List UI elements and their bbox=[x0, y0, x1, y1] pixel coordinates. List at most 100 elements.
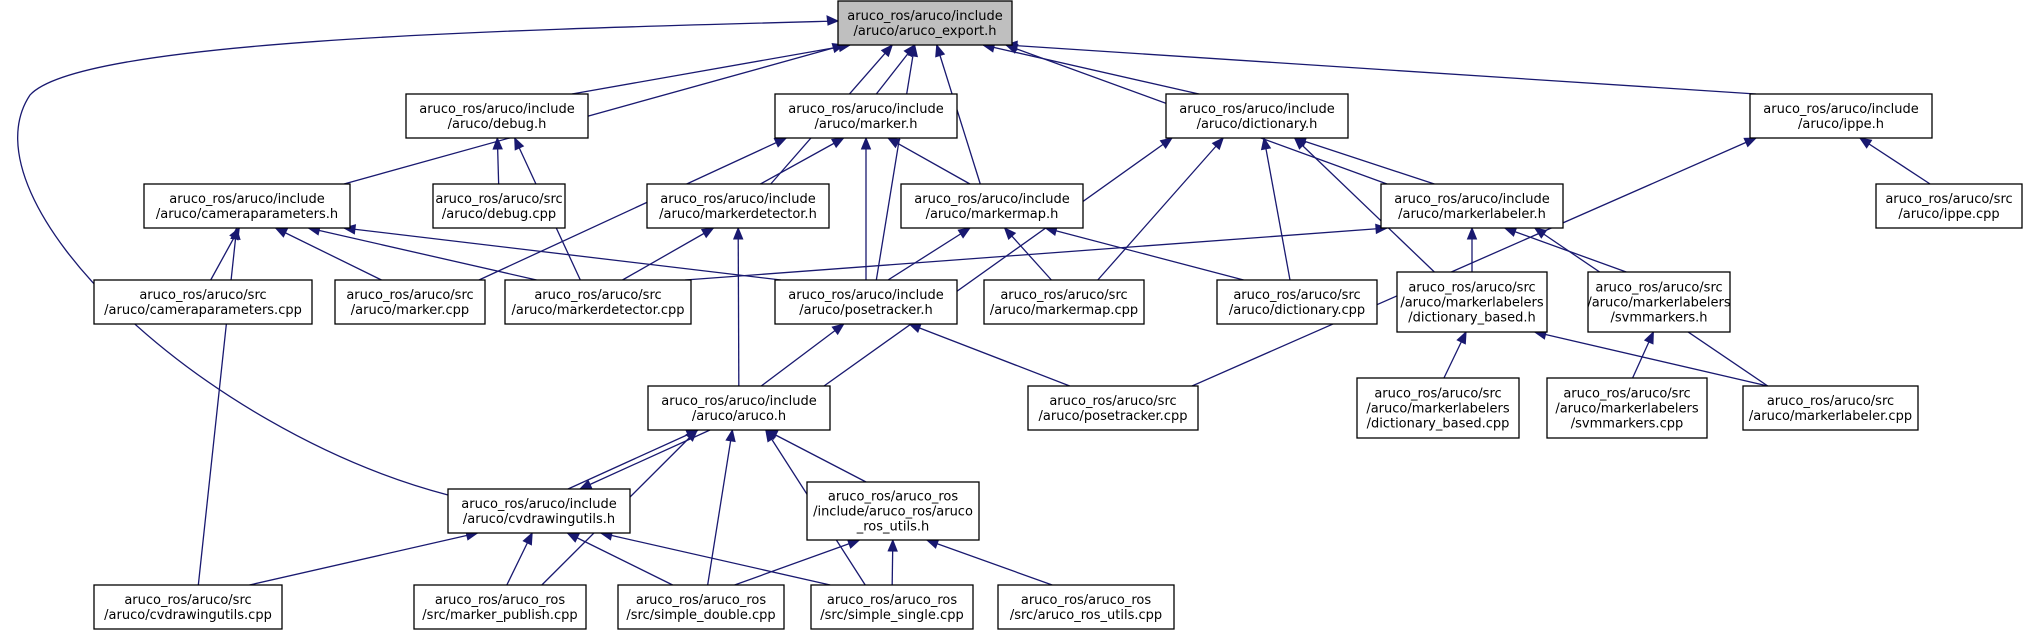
edge-arrowhead bbox=[860, 136, 872, 150]
node-label-line: /aruco/markerlabeler.cpp bbox=[1749, 409, 1912, 424]
node-box[interactable] bbox=[93, 584, 283, 630]
node-ippe-cpp[interactable]: aruco_ros/aruco/src/aruco/ippe.cpp bbox=[1875, 183, 2023, 229]
edge-aruco_h-to-posetracker_h bbox=[760, 323, 845, 387]
node-simple-single-cpp[interactable]: aruco_ros/aruco_ros/src/simple_single.cp… bbox=[810, 584, 974, 630]
node-box[interactable] bbox=[806, 481, 980, 541]
node-cameraparameters-cpp[interactable]: aruco_ros/aruco/src/aruco/cameraparamete… bbox=[93, 279, 313, 325]
node-box[interactable] bbox=[810, 584, 974, 630]
node-box[interactable] bbox=[1587, 271, 1731, 333]
edge-line bbox=[1294, 137, 1435, 273]
node-box[interactable] bbox=[93, 279, 313, 325]
node-cvdrawingutils-h[interactable]: aruco_ros/aruco/include/aruco/cvdrawingu… bbox=[447, 488, 631, 534]
node-label-line: /aruco/ippe.h bbox=[1798, 117, 1884, 132]
node-posetracker-h[interactable]: aruco_ros/aruco/include/aruco/posetracke… bbox=[774, 279, 958, 325]
node-box[interactable] bbox=[1546, 377, 1708, 439]
node-marker-publish-cpp[interactable]: aruco_ros/aruco_ros/src/marker_publish.c… bbox=[413, 584, 587, 630]
node-marker-cpp[interactable]: aruco_ros/aruco/src/aruco/marker.cpp bbox=[334, 279, 486, 325]
edge-arrowhead bbox=[830, 137, 845, 149]
node-aruco-ros-utils-cpp[interactable]: aruco_ros/aruco_ros/src/aruco_ros_utils.… bbox=[997, 584, 1175, 630]
node-aruco-ros-utils-h[interactable]: aruco_ros/aruco_ros/include/aruco_ros/ar… bbox=[806, 481, 980, 541]
node-markerlabeler-cpp[interactable]: aruco_ros/aruco/src/aruco/markerlabeler.… bbox=[1742, 385, 1919, 431]
node-box[interactable] bbox=[143, 183, 351, 229]
node-box[interactable] bbox=[1027, 385, 1199, 431]
edge-line bbox=[1097, 137, 1224, 281]
node-box[interactable] bbox=[413, 584, 587, 630]
edge-posetracker_h-to-aruco_export_h bbox=[875, 43, 918, 281]
node-dictionary-based-h[interactable]: aruco_ros/aruco/src/aruco/markerlabelers… bbox=[1396, 271, 1548, 333]
node-cvdrawingutils-cpp[interactable]: aruco_ros/aruco/src/aruco/cvdrawingutils… bbox=[93, 584, 283, 630]
node-box[interactable] bbox=[1165, 93, 1349, 139]
node-markerdetector-h[interactable]: aruco_ros/aruco/include/aruco/markerdete… bbox=[646, 183, 830, 229]
edge-aruco_ros_utils_h-to-aruco_h bbox=[764, 429, 867, 483]
node-box[interactable] bbox=[837, 0, 1013, 46]
node-simple-double-cpp[interactable]: aruco_ros/aruco_ros/src/simple_double.cp… bbox=[617, 584, 785, 630]
node-box[interactable] bbox=[1749, 93, 1933, 139]
node-label-line: aruco_ros/aruco_ros bbox=[636, 593, 766, 608]
node-box[interactable] bbox=[774, 93, 958, 139]
node-box[interactable] bbox=[504, 279, 692, 325]
node-box[interactable] bbox=[447, 488, 631, 534]
node-box[interactable] bbox=[900, 183, 1084, 229]
node-box[interactable] bbox=[1396, 271, 1548, 333]
node-label-line: aruco_ros/aruco/src bbox=[1563, 387, 1690, 402]
node-markermap-h[interactable]: aruco_ros/aruco/include/aruco/markermap.… bbox=[900, 183, 1084, 229]
edge-ippe_cpp-to-ippe_h bbox=[1858, 137, 1931, 185]
node-label-line: /aruco/cameraparameters.h bbox=[156, 207, 338, 222]
node-cameraparameters-h[interactable]: aruco_ros/aruco/include/aruco/camerapara… bbox=[143, 183, 351, 229]
node-label-line: /svmmarkers.h bbox=[1610, 311, 1707, 326]
edge-line bbox=[908, 323, 1071, 387]
node-debug-cpp[interactable]: aruco_ros/aruco/src/aruco/debug.cpp bbox=[432, 183, 566, 229]
node-aruco-h[interactable]: aruco_ros/aruco/include/aruco/aruco.h bbox=[647, 385, 831, 431]
edge-arrowhead bbox=[1743, 137, 1758, 148]
node-box[interactable] bbox=[774, 279, 958, 325]
node-svmmarkers-h[interactable]: aruco_ros/aruco/src/aruco/markerlabelers… bbox=[1587, 271, 1731, 333]
edge-posetracker_cpp-to-posetracker_h bbox=[907, 323, 1071, 387]
node-label-line: /aruco/markerlabelers bbox=[1555, 402, 1699, 417]
node-dictionary-h[interactable]: aruco_ros/aruco/include/aruco/dictionary… bbox=[1165, 93, 1349, 139]
node-box[interactable] bbox=[646, 183, 830, 229]
node-label-line: aruco_ros/aruco/src bbox=[1374, 387, 1501, 402]
edge-markerlabeler_h-to-dictionary_h bbox=[1293, 136, 1435, 185]
node-label-line: aruco_ros/aruco/include bbox=[788, 288, 943, 303]
node-box[interactable] bbox=[405, 93, 589, 139]
node-label-line: /aruco/cameraparameters.cpp bbox=[104, 303, 302, 318]
node-aruco-export-h[interactable]: aruco_ros/aruco/include/aruco/aruco_expo… bbox=[837, 0, 1013, 46]
node-box[interactable] bbox=[1380, 183, 1564, 229]
edge-line bbox=[600, 532, 831, 586]
node-box[interactable] bbox=[1742, 385, 1919, 431]
node-marker-h[interactable]: aruco_ros/aruco/include/aruco/marker.h bbox=[774, 93, 958, 139]
node-posetracker-cpp[interactable]: aruco_ros/aruco/src/aruco/posetracker.cp… bbox=[1027, 385, 1199, 431]
nodes-layer: aruco_ros/aruco/include/aruco/aruco_expo… bbox=[93, 0, 2023, 630]
node-box[interactable] bbox=[1356, 377, 1520, 439]
node-label-line: aruco_ros/aruco/include bbox=[1763, 102, 1918, 117]
edge-posetracker_h-to-marker_h bbox=[860, 136, 872, 280]
edge-debug_h-to-aruco_export_h bbox=[571, 41, 852, 95]
edge-arrowhead bbox=[725, 428, 736, 443]
node-markerlabeler-h[interactable]: aruco_ros/aruco/include/aruco/markerlabe… bbox=[1380, 183, 1564, 229]
node-box[interactable] bbox=[983, 279, 1145, 325]
node-box[interactable] bbox=[1875, 183, 2023, 229]
node-label-line: /dictionary_based.cpp bbox=[1367, 417, 1510, 432]
node-debug-h[interactable]: aruco_ros/aruco/include/aruco/debug.h bbox=[405, 93, 589, 139]
edge-markerdetector_h-to-marker_h bbox=[760, 137, 845, 185]
edge-line bbox=[707, 429, 733, 586]
node-box[interactable] bbox=[647, 385, 831, 431]
node-label-line: /aruco/posetracker.h bbox=[799, 303, 933, 318]
node-markerdetector-cpp[interactable]: aruco_ros/aruco/src/aruco/markerdetector… bbox=[504, 279, 692, 325]
node-markermap-cpp[interactable]: aruco_ros/aruco/src/aruco/markermap.cpp bbox=[983, 279, 1145, 325]
node-ippe-h[interactable]: aruco_ros/aruco/include/aruco/ippe.h bbox=[1749, 93, 1933, 139]
node-box[interactable] bbox=[334, 279, 486, 325]
edge-arrowhead bbox=[732, 226, 744, 240]
node-box[interactable] bbox=[432, 183, 566, 229]
node-box[interactable] bbox=[617, 584, 785, 630]
node-dictionary-based-cpp[interactable]: aruco_ros/aruco/src/aruco/markerlabelers… bbox=[1356, 377, 1520, 439]
node-label-line: /aruco/markermap.cpp bbox=[990, 303, 1138, 318]
edge-line bbox=[936, 44, 981, 185]
node-svmmarkers-cpp[interactable]: aruco_ros/aruco/src/aruco/markerlabelers… bbox=[1546, 377, 1708, 439]
node-box[interactable] bbox=[1216, 279, 1378, 325]
node-dictionary-cpp[interactable]: aruco_ros/aruco/src/aruco/dictionary.cpp bbox=[1216, 279, 1378, 325]
node-box[interactable] bbox=[997, 584, 1175, 630]
edge-arrowhead bbox=[765, 428, 777, 443]
edge-line bbox=[275, 227, 382, 281]
